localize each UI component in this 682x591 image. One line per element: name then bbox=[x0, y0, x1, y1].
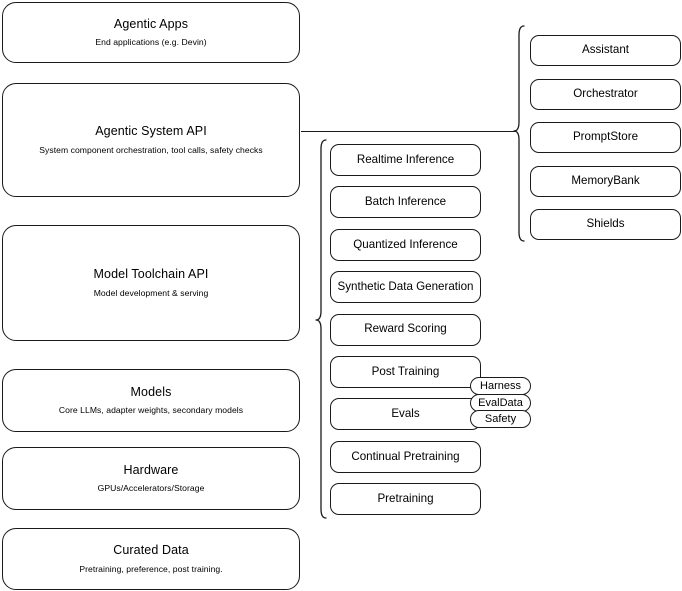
layer-card-subtitle: Pretraining, preference, post training. bbox=[79, 563, 223, 574]
layer-card-subtitle: Core LLMs, adapter weights, secondary mo… bbox=[58, 405, 244, 416]
chip-batch-inference[interactable]: Batch Inference bbox=[330, 186, 481, 219]
chip-label: Synthetic Data Generation bbox=[337, 279, 474, 293]
chip-label: Shields bbox=[586, 217, 625, 231]
chip-label: Post Training bbox=[371, 364, 440, 378]
chip-label: PromptStore bbox=[572, 130, 639, 144]
chip-label: Batch Inference bbox=[364, 195, 447, 209]
layer-card-subtitle: GPUs/Accelerators/Storage bbox=[97, 483, 205, 494]
layer-card-subtitle: Model development & serving bbox=[93, 287, 209, 298]
chip-label: Reward Scoring bbox=[364, 322, 447, 336]
agentic-system-components-brace bbox=[513, 25, 526, 242]
chip-promptstore[interactable]: PromptStore bbox=[530, 122, 681, 153]
eval-tag-label: Safety bbox=[484, 413, 517, 425]
eval-tag-label: Harness bbox=[480, 380, 521, 392]
chip-realtime-inference[interactable]: Realtime Inference bbox=[330, 144, 481, 176]
chip-post-training[interactable]: Post Training bbox=[330, 356, 481, 388]
chip-orchestrator[interactable]: Orchestrator bbox=[530, 78, 681, 110]
agentic-system-api-connector bbox=[301, 131, 516, 133]
chip-synthetic-data-generation[interactable]: Synthetic Data Generation bbox=[330, 271, 481, 304]
chip-memorybank[interactable]: MemoryBank bbox=[530, 165, 681, 197]
eval-tag-harness[interactable]: Harness bbox=[470, 377, 531, 395]
chip-quantized-inference[interactable]: Quantized Inference bbox=[330, 228, 481, 261]
chip-label: Continual Pretraining bbox=[351, 449, 460, 463]
chip-label: Realtime Inference bbox=[356, 152, 455, 166]
layer-card-model-toolchain-api[interactable]: Model Toolchain API Model development & s… bbox=[2, 225, 300, 341]
chip-label: MemoryBank bbox=[571, 173, 640, 187]
model-toolchain-capabilities-brace bbox=[315, 139, 328, 519]
chip-label: Evals bbox=[391, 407, 420, 421]
chip-label: Assistant bbox=[581, 43, 630, 57]
layer-card-title: Hardware bbox=[123, 462, 179, 477]
chip-label: Pretraining bbox=[377, 491, 434, 505]
layer-card-title: Models bbox=[130, 384, 172, 399]
chip-shields[interactable]: Shields bbox=[530, 209, 681, 240]
layer-card-agentic-system-api[interactable]: Agentic System API System component orche… bbox=[2, 83, 300, 197]
chip-label: Quantized Inference bbox=[353, 237, 458, 251]
chip-assistant[interactable]: Assistant bbox=[530, 35, 681, 66]
layer-card-title: Agentic Apps bbox=[113, 16, 189, 31]
layer-card-title: Model Toolchain API bbox=[93, 267, 209, 282]
layer-card-subtitle: End applications (e.g. Devin) bbox=[95, 37, 207, 48]
chip-continual-pretraining[interactable]: Continual Pretraining bbox=[330, 440, 481, 473]
chip-evals[interactable]: Evals bbox=[330, 398, 481, 431]
eval-tag-label: EvalData bbox=[478, 397, 523, 409]
layer-card-title: Curated Data bbox=[113, 543, 189, 558]
chip-reward-scoring[interactable]: Reward Scoring bbox=[330, 313, 481, 346]
chip-pretraining[interactable]: Pretraining bbox=[330, 483, 481, 516]
eval-tag-safety[interactable]: Safety bbox=[470, 410, 531, 428]
layer-card-subtitle: System component orchestration, tool cal… bbox=[39, 144, 263, 155]
chip-label: Orchestrator bbox=[573, 86, 638, 100]
layer-card-title: Agentic System API bbox=[95, 124, 207, 139]
